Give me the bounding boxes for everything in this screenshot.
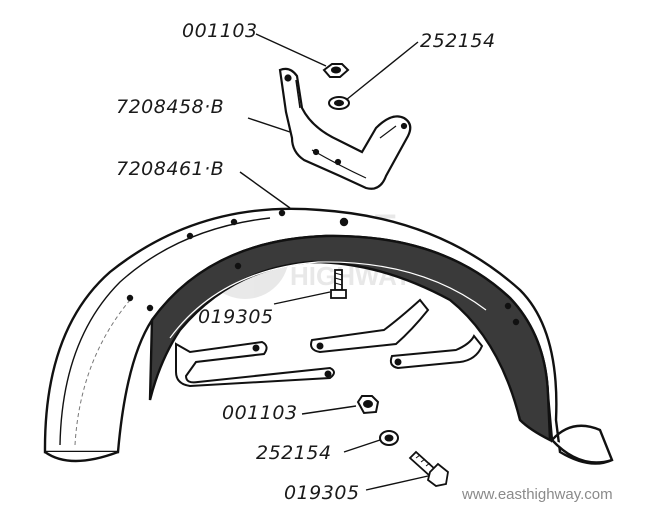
label-bolt-bottom: 019305	[284, 482, 360, 504]
bottom-washer	[379, 430, 399, 446]
label-nut-bottom: 001103	[222, 402, 298, 424]
leader-lines	[239, 33, 429, 491]
label-nut-top: 001103	[182, 20, 258, 42]
label-bracket: 7208458·B	[116, 96, 225, 118]
bottom-nut	[356, 395, 380, 415]
label-fender: 7208461·B	[116, 158, 225, 180]
label-washer-top: 252154	[420, 30, 496, 52]
top-washer	[328, 96, 350, 110]
middle-bolt	[330, 269, 347, 299]
fender-stays	[175, 298, 484, 388]
bottom-bolt	[408, 450, 449, 487]
front-fender	[43, 207, 614, 465]
mounting-bracket	[278, 67, 412, 190]
website-credit: www.easthighway.com	[462, 486, 613, 503]
label-bolt-middle: 019305	[198, 306, 274, 328]
label-washer-bottom: 252154	[256, 442, 332, 464]
top-nut	[322, 63, 350, 78]
